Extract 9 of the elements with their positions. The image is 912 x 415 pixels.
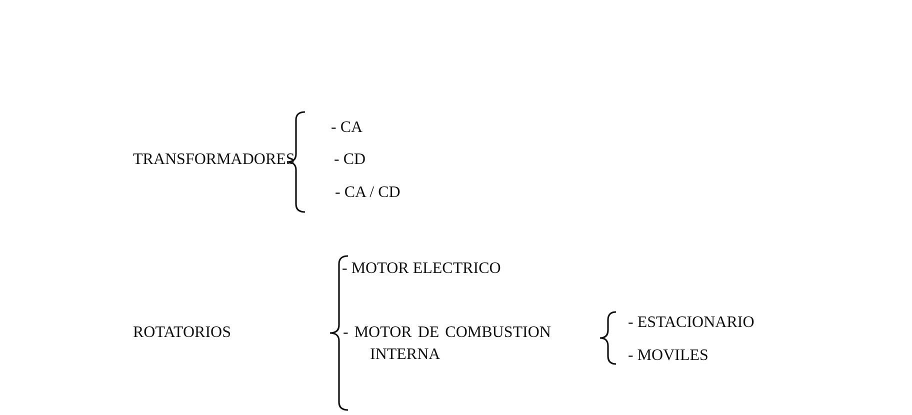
item-label: - MOTOR DE COMBUSTION INTERNA [343,323,552,365]
item-label: - ESTACIONARIO [628,313,754,333]
item-label: - MOVILES [628,346,708,366]
item-label: - CA [331,118,363,138]
category-label: TRANSFORMADORES [133,150,295,170]
category-label: ROTATORIOS [133,323,231,343]
item-label: - MOTOR ELECTRICO [342,259,501,279]
item-label: - CD [334,150,366,170]
item-label: - CA / CD [335,183,400,203]
